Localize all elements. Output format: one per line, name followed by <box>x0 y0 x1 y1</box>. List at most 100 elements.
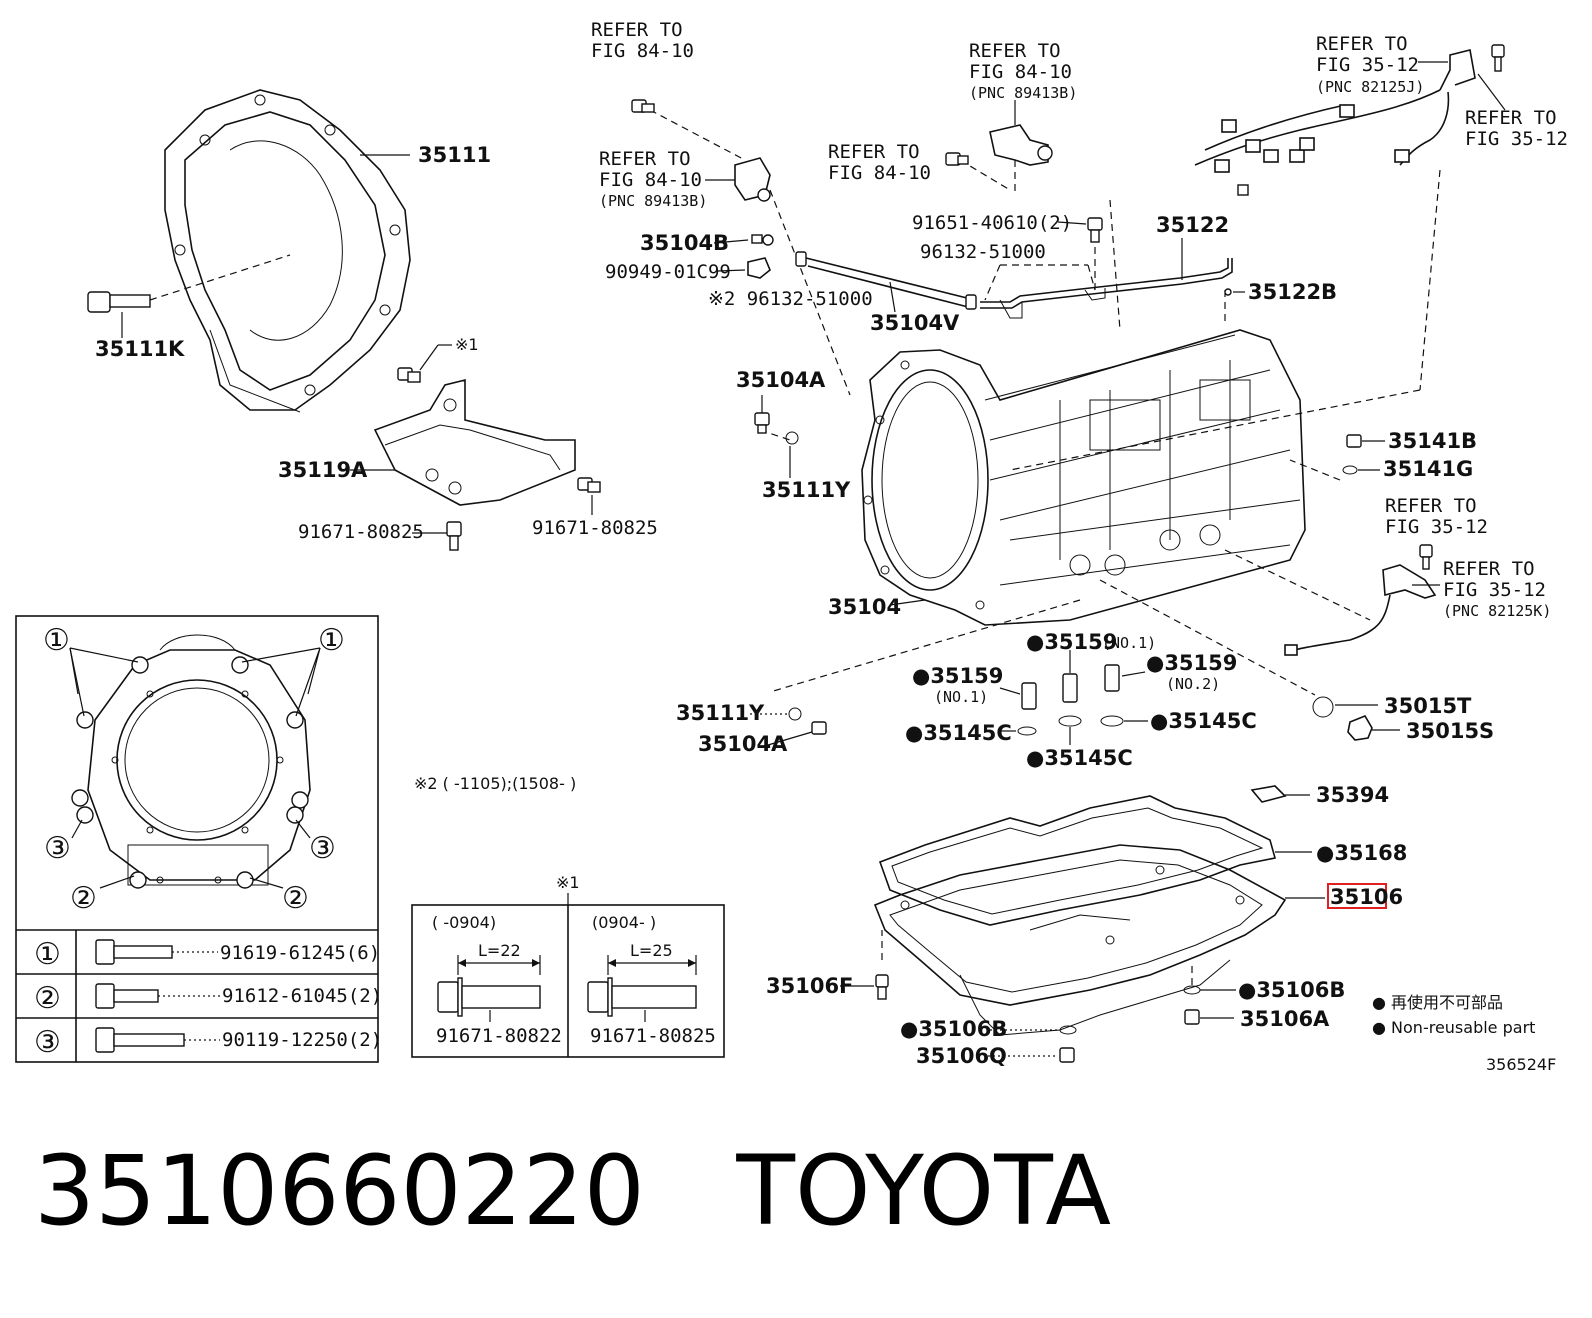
bolt-91671-80825-a <box>412 521 462 551</box>
label-91671-80825-a: 91671-80825 <box>298 521 424 543</box>
gasket-35106B-right <box>1183 965 1236 995</box>
bolt-35106F <box>840 930 889 1000</box>
ref6-line1: REFER TO <box>1465 107 1557 129</box>
plug-35106Q <box>988 1047 1075 1063</box>
ref8-line1: REFER TO <box>1443 558 1535 580</box>
len-col1-part: 91671-80822 <box>436 1025 562 1047</box>
bolt-35111K <box>87 254 291 338</box>
legend-non-reusable-jp: ● 再使用不可部品 <box>1372 993 1503 1012</box>
bracket-35119A <box>350 378 576 506</box>
marker-1-right: ① <box>318 623 345 658</box>
row-3-part: 90119-12250(2) <box>222 1029 382 1051</box>
magnet-35394 <box>1250 785 1310 803</box>
ref3-line3: (PNC 89413B) <box>969 84 1077 102</box>
bolt-row-3 <box>95 1027 220 1053</box>
len-col1-length: L=22 <box>478 941 521 960</box>
ref7-line2: FIG 35-12 <box>1385 516 1488 538</box>
plug-35106A <box>1184 1009 1234 1025</box>
label-35111K: 35111K <box>95 337 185 361</box>
label-35159-c-no: (NO.2) <box>1166 675 1220 693</box>
label-35106A: 35106A <box>1240 1007 1330 1031</box>
oring-35015T <box>1312 696 1378 718</box>
label-91651-40610: 91651-40610(2) <box>912 212 1072 234</box>
ref8-line3: (PNC 82125K) <box>1443 602 1551 620</box>
pipe-35122 <box>980 217 1245 319</box>
ref5-line3: (PNC 82125J) <box>1316 78 1424 96</box>
ref4-line1: REFER TO <box>828 141 920 163</box>
sensor-82125K <box>1284 544 1440 656</box>
marker-3-right: ③ <box>309 831 336 866</box>
bolt-35104A-bottom <box>767 721 827 746</box>
bolt-row-1 <box>95 939 218 965</box>
inset-bolt-lengths <box>411 893 725 1058</box>
highlight-35106-box <box>1327 883 1387 909</box>
label-35106B-right: ●35106B <box>1238 978 1345 1002</box>
label-35015T: 35015T <box>1384 694 1472 718</box>
label-mark1-bracket: ※1 <box>455 335 479 354</box>
legend-non-reusable-en: ● Non-reusable part <box>1372 1018 1535 1037</box>
footer-part-number: 3510660220 <box>34 1135 645 1247</box>
label-91671-80825-b: 91671-80825 <box>532 517 658 539</box>
ref3-line1: REFER TO <box>969 40 1061 62</box>
label-35106B-left: ●35106B <box>900 1017 1007 1041</box>
label-35141B: 35141B <box>1388 429 1477 453</box>
row-1-num: ① <box>34 937 61 972</box>
ref2-line2: FIG 84-10 <box>599 169 702 191</box>
ref7-line1: REFER TO <box>1385 495 1477 517</box>
ref1-line2: FIG 84-10 <box>591 40 694 62</box>
label-90949-01C99: 90949-01C99 <box>605 261 731 283</box>
label-35145C-c: ●35145C <box>1026 746 1133 770</box>
label-35111Y-bottom: 35111Y <box>676 701 765 725</box>
len-col2-length: L=25 <box>630 941 673 960</box>
oring-35141G <box>1342 465 1380 475</box>
row-3-num: ③ <box>34 1025 61 1060</box>
row-2-num: ② <box>34 981 61 1016</box>
inset-bolt-locations <box>15 615 379 1063</box>
label-35141G: 35141G <box>1383 457 1473 481</box>
label-35122: 35122 <box>1156 213 1229 237</box>
label-35159-b: ●35159 <box>912 664 1003 688</box>
row-1-part: 91619-61245(6) <box>220 942 380 964</box>
len-inset-mark: ※1 <box>556 873 580 892</box>
marker-1-left: ① <box>43 623 70 658</box>
marker-2-right: ② <box>282 881 309 916</box>
label-35394: 35394 <box>1316 783 1389 807</box>
label-35119A: 35119A <box>278 458 368 482</box>
label-35159-a-no: (NO.1) <box>1102 634 1156 652</box>
label-35104: 35104 <box>828 595 901 619</box>
label-35111: 35111 <box>418 143 491 167</box>
label-35104A-bottom: 35104A <box>698 732 788 756</box>
ref2-line3: (PNC 89413B) <box>599 192 707 210</box>
gasket-35106B-left <box>990 1025 1077 1035</box>
sensor-89413B-middle <box>945 100 1053 166</box>
ref4-line2: FIG 84-10 <box>828 162 931 184</box>
sensor-89413B-left <box>631 99 771 202</box>
tube-35104V <box>795 251 977 313</box>
ref8-line2: FIG 35-12 <box>1443 579 1546 601</box>
label-35104A-top: 35104A <box>736 368 826 392</box>
oil-pan-35106 <box>873 844 1325 1036</box>
len-col2-part: 91671-80825 <box>590 1025 716 1047</box>
marker-2-left: ② <box>70 881 97 916</box>
label-35168: ●35168 <box>1316 841 1407 865</box>
plugs-35159 <box>999 650 1146 710</box>
ref5-line2: FIG 35-12 <box>1316 54 1419 76</box>
ref3-line2: FIG 84-10 <box>969 61 1072 83</box>
part-90949-01C99 <box>717 257 771 279</box>
len-col1-head: ( -0904) <box>432 913 496 932</box>
dashed-guides <box>649 109 1441 696</box>
label-35111Y-top: 35111Y <box>762 478 851 502</box>
label-96132-51000-mark2: ※2 96132-51000 <box>708 288 873 310</box>
footer-title: 3510660220 TOYOTA <box>34 1135 1111 1247</box>
label-35122B: 35122B <box>1248 280 1337 304</box>
marker-3-left: ③ <box>44 831 71 866</box>
ref2-line1: REFER TO <box>599 148 691 170</box>
ref6-line2: FIG 35-12 <box>1465 128 1568 150</box>
bolt-91671-80825-b <box>577 477 601 515</box>
ref1-line1: REFER TO <box>591 19 683 41</box>
len-col2-head: (0904- ) <box>592 913 656 932</box>
bolt-35104A-top <box>754 395 770 434</box>
footer-brand: TOYOTA <box>736 1135 1112 1247</box>
label-35104B: 35104B <box>640 231 729 255</box>
